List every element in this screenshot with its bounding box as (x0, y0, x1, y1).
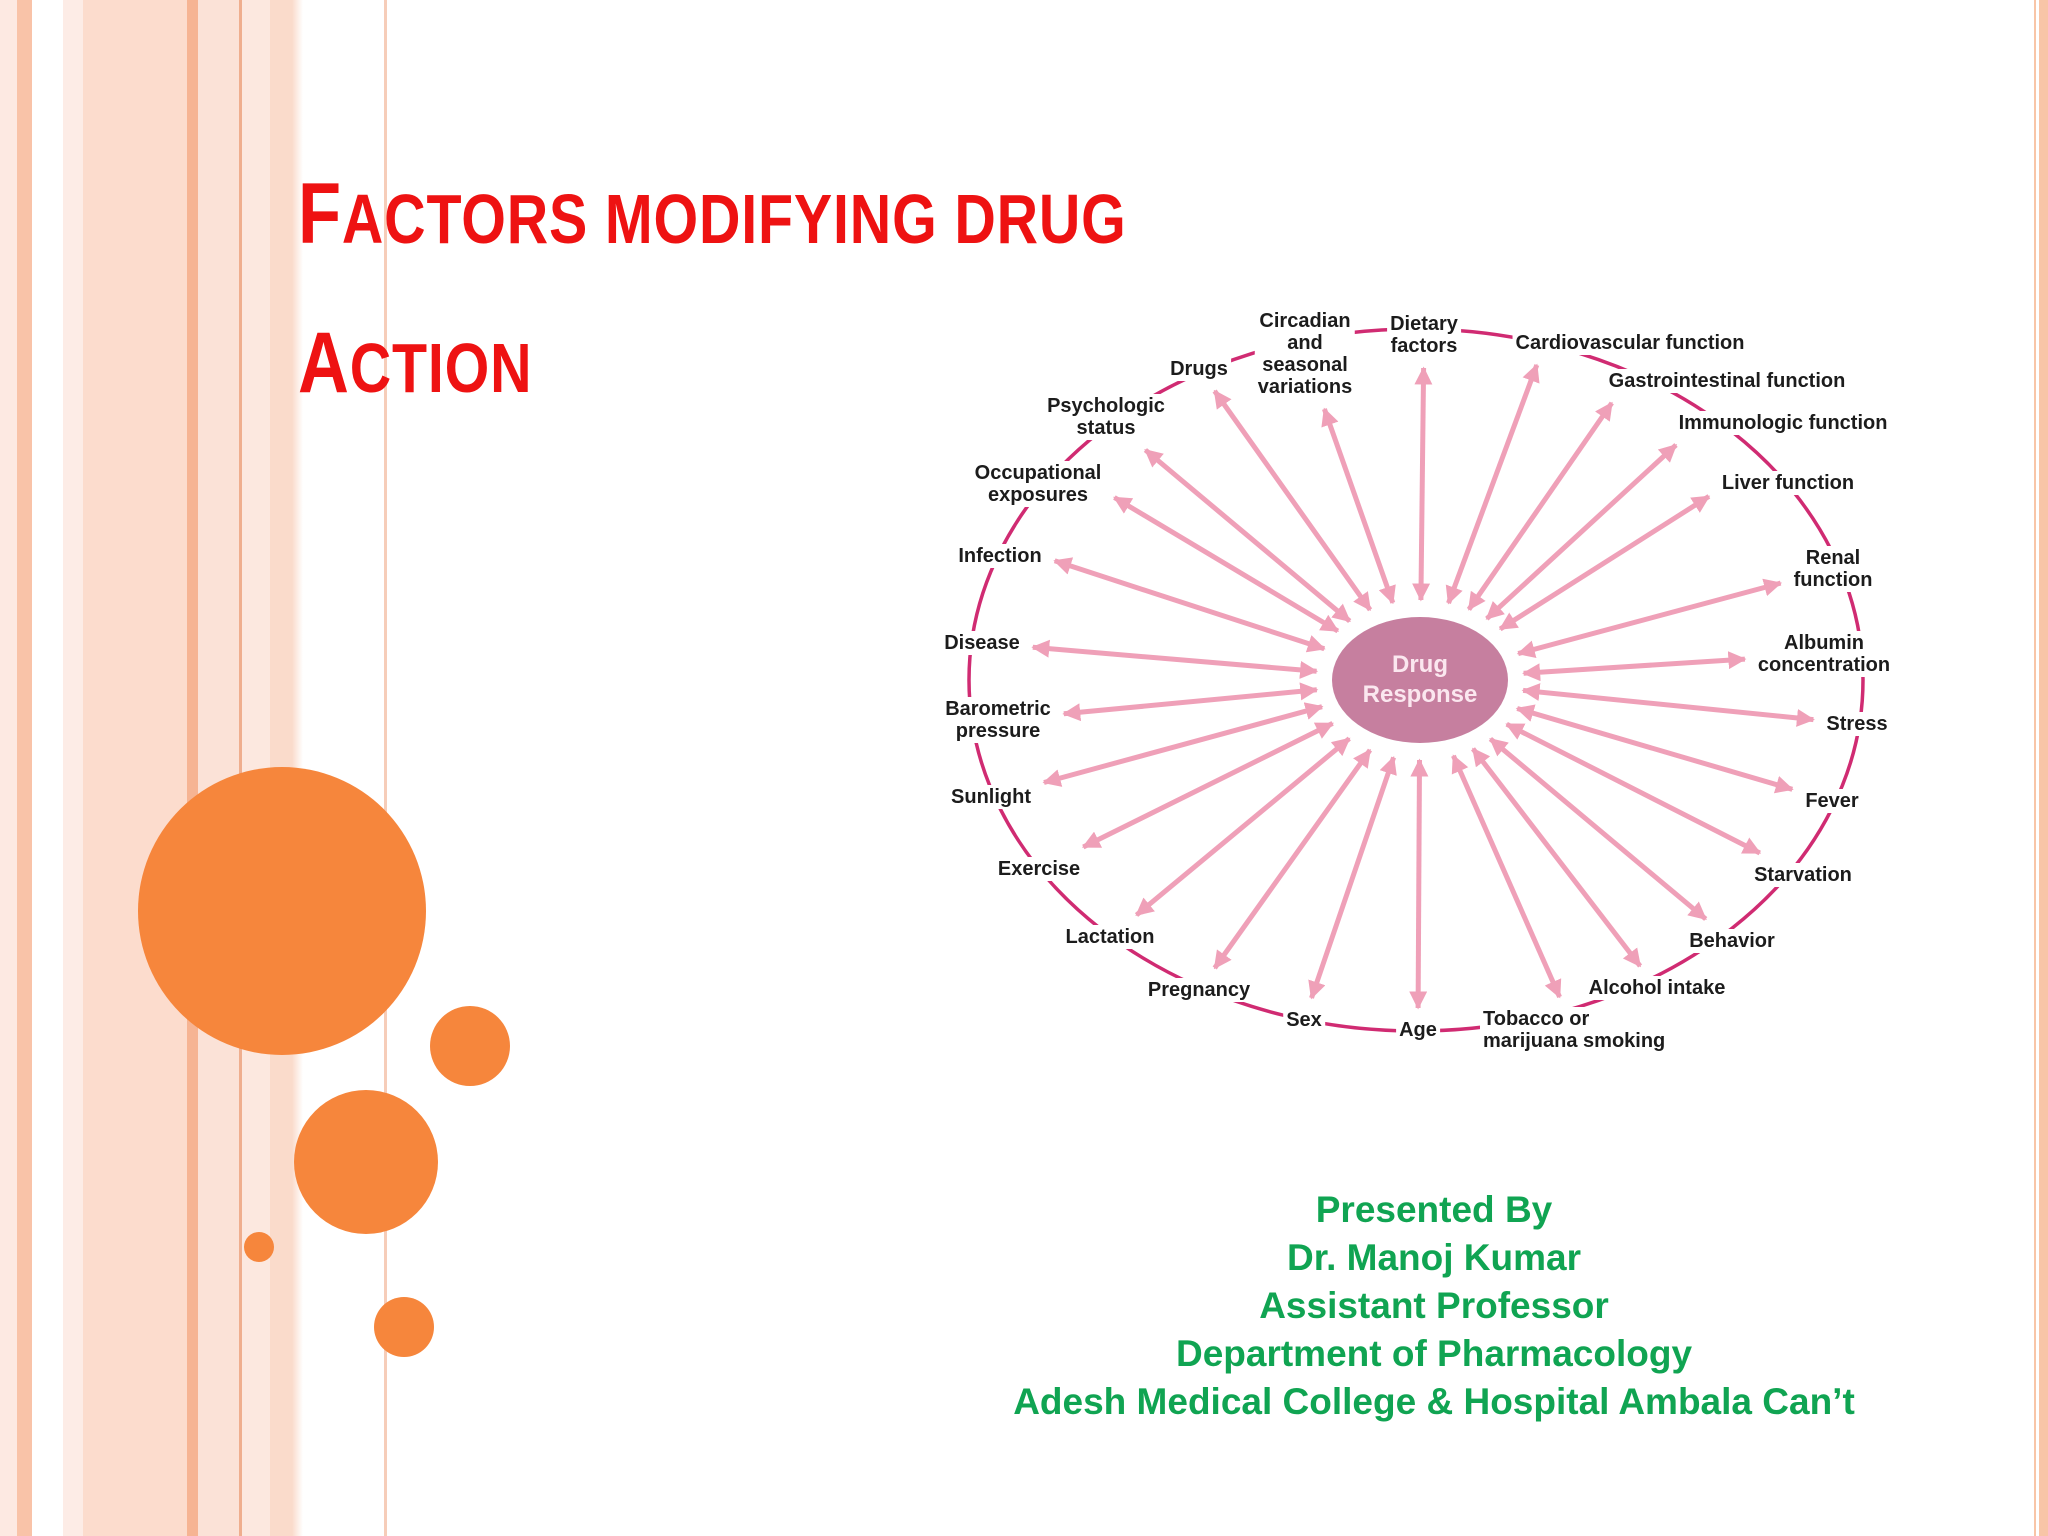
factor-label-barometric-pressure: Barometric pressure (942, 697, 1054, 743)
factor-arrow (1321, 407, 1396, 605)
radial-arrows (1031, 363, 1815, 1010)
factor-label-gastrointestinal-function: Gastrointestinal function (1605, 369, 1849, 393)
factor-arrow (1445, 363, 1540, 605)
factor-label-drugs: Drugs (1167, 357, 1231, 381)
factor-arrow (1521, 683, 1815, 727)
factor-label-disease: Disease (941, 631, 1023, 655)
factor-arrow (1053, 557, 1326, 653)
decor-circle-large (138, 767, 426, 1055)
factor-label-albumin-concentration: Albumin concentration (1754, 631, 1894, 677)
title-initial-2: A (298, 315, 350, 411)
credits-block: Presented By Dr. Manoj Kumar Assistant P… (934, 1186, 1934, 1426)
factor-label-immunologic-function: Immunologic function (1675, 411, 1891, 435)
drug-response-circle (1332, 617, 1508, 743)
factor-label-exercise: Exercise (994, 857, 1084, 881)
factor-label-cardiovascular-function: Cardiovascular function (1512, 331, 1748, 355)
factor-label-starvation: Starvation (1751, 863, 1855, 887)
slide-title: FACTORS MODIFYING DRUG ACTION (298, 142, 1127, 440)
drug-response-label: Drug Response (1362, 651, 1478, 708)
factor-label-psychologic-status: Psychologic status (1044, 394, 1168, 440)
factor-arrow (1031, 639, 1319, 679)
factor-arrow (1488, 736, 1708, 921)
factor-label-tobacco-marijuana-smoking: Tobacco or marijuana smoking (1480, 1007, 1669, 1053)
factor-label-lactation: Lactation (1062, 925, 1158, 949)
factor-arrow (1451, 754, 1562, 999)
title-line2: CTION (349, 329, 533, 407)
decor-circle-medium (294, 1090, 438, 1234)
factor-arrow (1308, 755, 1397, 1000)
factor-label-pregnancy: Pregnancy (1144, 978, 1254, 1002)
factor-arrow (1522, 651, 1747, 682)
factor-label-age: Age (1396, 1018, 1440, 1042)
factor-arrow (1466, 401, 1614, 611)
factor-arrow (1485, 443, 1678, 621)
decor-circle-small (374, 1297, 434, 1357)
factor-label-sunlight: Sunlight (948, 785, 1034, 809)
right-edge-band (2034, 0, 2048, 1536)
factor-label-circadian-seasonal-variations: Circadian and seasonal variations (1254, 309, 1356, 399)
factor-arrow (1212, 389, 1373, 612)
factor-arrow (1409, 758, 1429, 1010)
credits-line: Presented By (1315, 1189, 1553, 1230)
factor-arrow (1042, 702, 1324, 787)
factor-label-sex: Sex (1283, 1008, 1325, 1032)
title-initial-1: F (298, 166, 342, 262)
factor-label-renal-function: Renal function (1790, 546, 1876, 592)
credits-line: Adesh Medical College & Hospital Ambala … (1013, 1381, 1855, 1422)
factor-label-dietary-factors: Dietary factors (1387, 312, 1461, 358)
factor-label-behavior: Behavior (1686, 929, 1778, 953)
decor-circle-medium-right (430, 1006, 510, 1086)
title-line1: ACTORS MODIFYING DRUG (341, 180, 1127, 258)
credits-line: Dr. Manoj Kumar (1287, 1237, 1581, 1278)
factor-label-stress: Stress (1823, 712, 1891, 736)
factor-arrow (1062, 682, 1319, 722)
credits-line: Department of Pharmacology (1175, 1333, 1693, 1374)
factor-label-alcohol-intake: Alcohol intake (1585, 976, 1729, 1000)
factor-label-occupational-exposures: Occupational exposures (971, 461, 1105, 507)
credits-line: Assistant Professor (1259, 1285, 1609, 1326)
factor-label-liver-function: Liver function (1718, 471, 1858, 495)
decor-circle-tiny (244, 1232, 274, 1262)
factor-label-fever: Fever (1802, 789, 1862, 813)
vertical-accent-line (384, 0, 387, 1536)
factor-label-infection: Infection (955, 544, 1045, 568)
factor-arrow (1516, 578, 1783, 659)
factor-arrow (1412, 366, 1433, 602)
